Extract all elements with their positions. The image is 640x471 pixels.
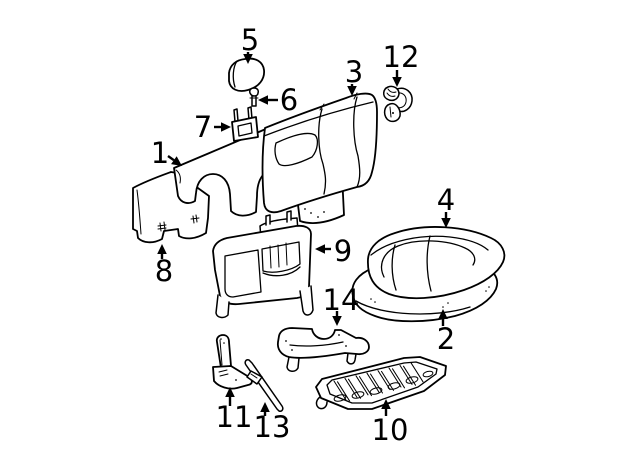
- callout-arrowhead: [225, 387, 235, 397]
- callout-arrowhead: [347, 86, 357, 96]
- callout-4: 4: [437, 183, 455, 228]
- part-6-bolt-drawing: [249, 87, 259, 107]
- callout-number-9: 9: [334, 234, 352, 268]
- callout-12: 12: [383, 40, 420, 87]
- callout-arrowhead: [258, 95, 268, 105]
- callout-1: 1: [151, 136, 182, 170]
- part-5-headrest-drawing: [228, 57, 265, 92]
- callout-3: 3: [345, 55, 363, 96]
- callout-number-13: 13: [254, 410, 291, 444]
- part-13-rod-drawing: [244, 359, 284, 412]
- part-11-latch-lever-drawing: [212, 334, 253, 390]
- callout-number-5: 5: [241, 23, 259, 57]
- callout-arrowhead: [260, 402, 270, 412]
- callout-number-1: 1: [151, 136, 169, 170]
- callout-number-12: 12: [383, 40, 420, 74]
- callout-2: 2: [437, 309, 455, 356]
- callout-arrowhead: [441, 218, 451, 228]
- callout-14: 14: [323, 283, 360, 326]
- callout-5: 5: [241, 23, 259, 64]
- part-7-guide-bracket-drawing: [231, 106, 259, 142]
- callout-arrowhead: [157, 244, 167, 254]
- callout-arrowhead: [171, 156, 182, 166]
- callout-number-11: 11: [216, 400, 253, 434]
- part-12-anchor-strap-drawing: [383, 85, 413, 123]
- part-3-seat-back-cushion-drawing: [261, 92, 378, 214]
- callout-arrowhead: [332, 316, 342, 326]
- callout-arrowhead: [392, 77, 402, 87]
- callout-13: 13: [254, 402, 291, 444]
- callout-number-8: 8: [155, 254, 173, 288]
- callout-number-14: 14: [323, 283, 360, 317]
- callout-arrowhead: [243, 54, 253, 64]
- callout-arrowhead: [438, 309, 448, 319]
- callout-number-10: 10: [372, 413, 409, 447]
- callout-arrowhead: [315, 244, 325, 254]
- callout-arrowhead: [381, 399, 391, 409]
- callout-8: 8: [155, 244, 173, 288]
- callout-arrow-shaft: [167, 155, 175, 162]
- callout-7: 7: [194, 110, 231, 144]
- callout-number-4: 4: [437, 183, 455, 217]
- callout-9: 9: [315, 234, 352, 268]
- callout-arrowhead: [221, 122, 231, 132]
- callout-10: 10: [372, 399, 409, 447]
- callout-6: 6: [258, 83, 298, 117]
- callout-number-6: 6: [280, 83, 298, 117]
- callout-11: 11: [216, 387, 253, 434]
- callout-number-2: 2: [437, 322, 455, 356]
- part-14-support-bracket-drawing: [276, 327, 370, 372]
- part-4-seat-cushion-cover-drawing: [367, 226, 506, 300]
- part-10-cushion-frame-drawing: [315, 356, 447, 410]
- part-9-seat-back-frame-drawing: [212, 210, 314, 319]
- callout-number-7: 7: [194, 110, 212, 144]
- callout-number-3: 3: [345, 55, 363, 89]
